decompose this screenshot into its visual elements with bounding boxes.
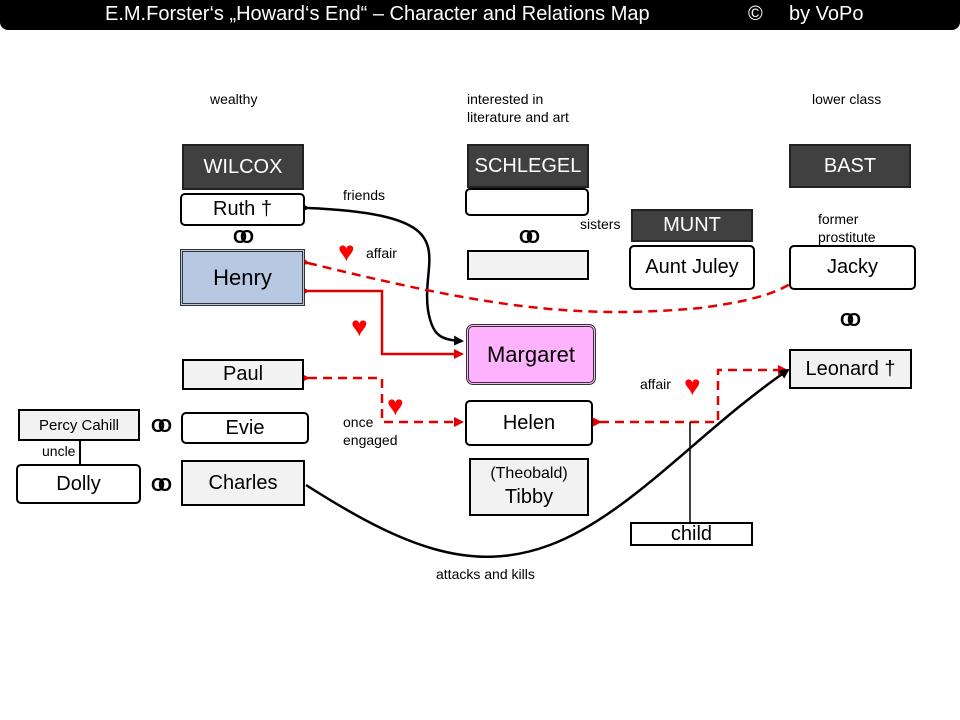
prostitute-label: prostitute xyxy=(818,229,876,245)
sisters-label: sisters xyxy=(580,216,621,232)
person-schlegel-mother xyxy=(467,250,589,280)
person-charles: Charles xyxy=(181,460,305,506)
person-jacky: Jacky xyxy=(789,245,916,290)
diagram-title: E.M.Forster‘s „Howard‘s End“ – Character… xyxy=(105,3,650,25)
marriage-rings-percy-evie: OO xyxy=(151,416,172,436)
paul-helen-engaged-line xyxy=(300,373,464,427)
person-dolly: Dolly xyxy=(16,464,141,504)
henry-margaret-marriage-line xyxy=(300,286,464,359)
uncle-label: uncle xyxy=(42,443,76,459)
person-evie: Evie xyxy=(181,412,309,444)
person-percy-cahill: Percy Cahill xyxy=(18,409,140,441)
person-tibby: (Theobald) Tibby xyxy=(469,458,589,516)
heart-icon: ♥ xyxy=(684,370,701,401)
tibby-name: Tibby xyxy=(504,486,554,508)
marriage-rings-ruth-henry: OO xyxy=(233,227,254,247)
former-label: former xyxy=(818,211,859,227)
engaged-label: engaged xyxy=(343,432,398,448)
friends-line xyxy=(299,202,464,346)
bast-description: lower class xyxy=(812,91,882,107)
affair-label-henry-jacky: affair xyxy=(366,245,397,261)
heart-icon: ♥ xyxy=(387,390,404,421)
friends-label: friends xyxy=(343,187,386,203)
schlegel-description-line2: literature and art xyxy=(467,109,569,125)
copyright-symbol: © xyxy=(748,3,763,25)
family-munt: MUNT xyxy=(631,209,753,242)
family-bast: BAST xyxy=(789,144,911,188)
marriage-rings-jacky-leonard: OO xyxy=(840,310,861,330)
tibby-full-name: (Theobald) xyxy=(490,465,568,482)
marriage-rings-schlegel-parents: OO xyxy=(519,227,540,247)
heart-icon: ♥ xyxy=(351,311,368,342)
schlegel-description-line1: interested in xyxy=(467,91,544,107)
person-helen: Helen xyxy=(465,400,593,446)
once-label: once xyxy=(343,414,374,430)
affair-label-helen-leonard: affair xyxy=(640,376,671,392)
heart-icon: ♥ xyxy=(338,236,355,267)
marriage-rings-dolly-charles: OO xyxy=(151,475,172,495)
title-bar: E.M.Forster‘s „Howard‘s End“ – Character… xyxy=(0,0,960,30)
henry-jacky-affair-line xyxy=(299,256,808,314)
person-henry: Henry xyxy=(180,249,305,306)
person-margaret: Margaret xyxy=(466,324,596,385)
attacks-and-kills-label: attacks and kills xyxy=(436,566,535,582)
author: by VoPo xyxy=(789,3,864,25)
helen-leonard-affair-line xyxy=(592,365,788,427)
person-schlegel-father xyxy=(465,188,589,216)
person-ruth: Ruth † xyxy=(180,193,305,226)
attacks-line xyxy=(305,368,790,558)
person-aunt-juley: Aunt Juley xyxy=(629,245,755,290)
family-wilcox: WILCOX xyxy=(182,144,304,190)
person-child: child xyxy=(630,522,753,546)
family-schlegel: SCHLEGEL xyxy=(467,144,589,188)
person-paul: Paul xyxy=(182,359,304,390)
wilcox-description: wealthy xyxy=(210,91,258,107)
person-leonard: Leonard † xyxy=(789,349,912,389)
